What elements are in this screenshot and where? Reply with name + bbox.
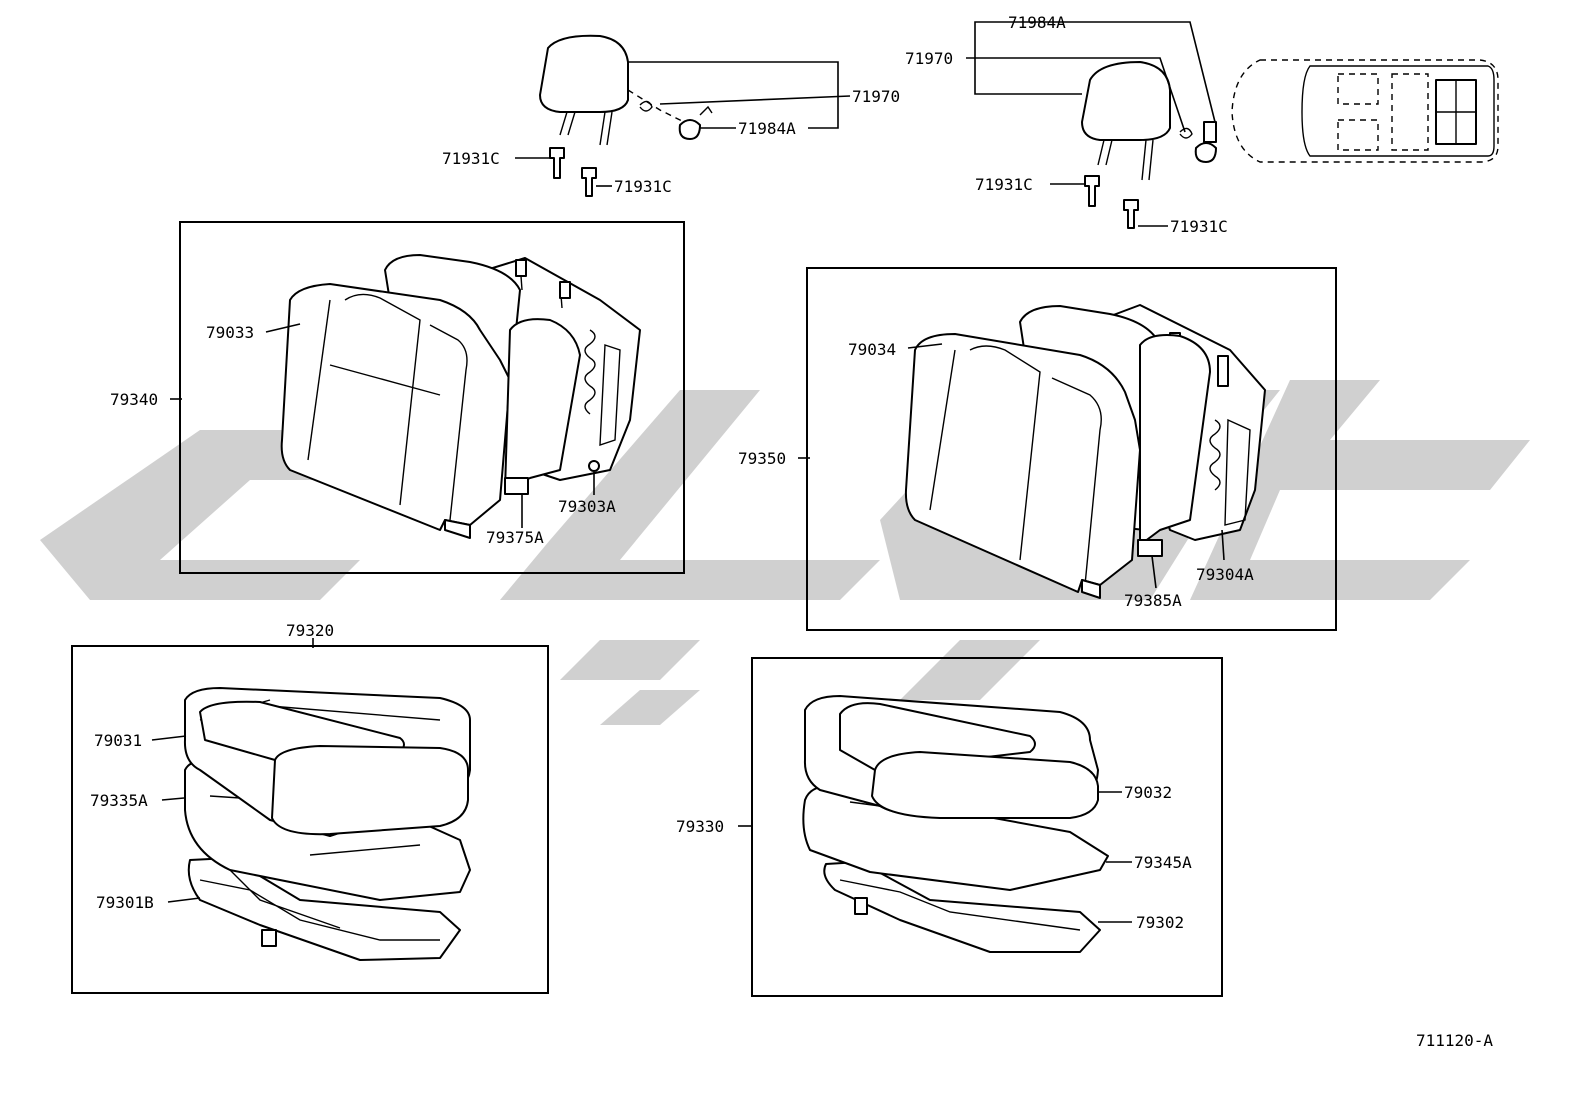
label-79033: 79033 xyxy=(206,323,254,342)
seatback-right-box xyxy=(806,267,1337,631)
label-79320: 79320 xyxy=(286,621,334,640)
label-79303A: 79303A xyxy=(558,497,616,516)
headrest-right-leaders: 71984A 71970 71931C 71931C xyxy=(905,13,1228,236)
label-71931C-right-a: 71931C xyxy=(975,175,1033,194)
label-79304A: 79304A xyxy=(1196,565,1254,584)
seatback-left-box xyxy=(179,221,685,574)
label-79375A: 79375A xyxy=(486,528,544,547)
watermark-logo xyxy=(40,380,1530,725)
diagram-id: 711120-A xyxy=(1416,1031,1493,1050)
cushion-right xyxy=(802,695,1109,953)
seatback-left xyxy=(280,254,641,539)
label-79385A: 79385A xyxy=(1124,591,1182,610)
label-71970-right: 71970 xyxy=(905,49,953,68)
label-71984A-left: 71984A xyxy=(738,119,796,138)
label-79034: 79034 xyxy=(848,340,896,359)
label-79335A: 79335A xyxy=(90,791,148,810)
cushion-right-leaders: 79032 79330 79345A 79302 xyxy=(676,783,1192,932)
label-79031: 79031 xyxy=(94,731,142,750)
cushion-right-box xyxy=(751,657,1223,997)
cushion-left-leaders: 79320 79031 79335A 79301B xyxy=(90,621,334,912)
label-71931C-left-b: 71931C xyxy=(614,177,672,196)
cushion-left-box xyxy=(71,645,549,994)
seatback-right-leaders: 79034 79350 79304A 79385A xyxy=(738,340,1254,610)
label-79301B: 79301B xyxy=(96,893,154,912)
label-79340: 79340 xyxy=(110,390,158,409)
label-71931C-left-a: 71931C xyxy=(442,149,500,168)
vehicle-locator-icon xyxy=(1231,59,1499,163)
cushion-left xyxy=(183,687,471,961)
headrest-left xyxy=(539,34,713,197)
label-79302: 79302 xyxy=(1136,913,1184,932)
seatback-right xyxy=(904,304,1266,599)
label-71970-left: 71970 xyxy=(852,87,900,106)
label-79330: 79330 xyxy=(676,817,724,836)
seatback-left-leaders: 79033 79340 79303A 79375A xyxy=(110,323,616,547)
label-71984A-right: 71984A xyxy=(1008,13,1066,32)
label-71931C-right-b: 71931C xyxy=(1170,217,1228,236)
label-79032: 79032 xyxy=(1124,783,1172,802)
label-79345A: 79345A xyxy=(1134,853,1192,872)
headrest-left-leaders: 71970 71984A 71931C 71931C xyxy=(442,61,900,196)
headrest-right xyxy=(1081,61,1217,229)
label-79350: 79350 xyxy=(738,449,786,468)
